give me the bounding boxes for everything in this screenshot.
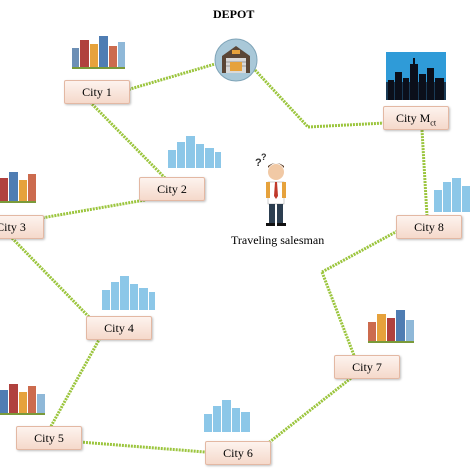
city-skyline-icon-3 [0,172,36,203]
depot-label: DEPOT [213,7,255,21]
edge-city7-city8-a [320,271,357,359]
edge-city2-city3 [29,198,146,222]
city-node-3: City 3 [0,215,44,239]
city-skyline-icon-5 [0,384,45,415]
edge-city8-cityM [420,129,429,217]
edge-depot-cityM-a [253,68,310,129]
edge-city3-city4 [8,234,94,322]
city-m-label: City M [395,111,431,125]
city-skyline-icon-1 [72,36,125,69]
edge-city4-city5 [48,337,102,429]
route-edges [8,62,429,454]
confused-businessman-icon: ? ? [255,152,286,226]
edge-city1-city2 [88,100,169,182]
city-node-1: City 1 [64,80,130,104]
city-m-subscript: ct [430,118,437,128]
city-skyline-icon-2 [168,136,221,168]
city-node-7: City 7 [334,355,400,379]
svg-text:?: ? [261,152,267,162]
edge-depot-cityM-b [307,121,386,129]
salesman-caption: Traveling salesman [231,233,325,247]
warehouse-icon [214,38,258,82]
city-node-m: City Mct [383,106,449,130]
city-skyline-icon-7 [368,310,414,343]
city-skyline-icon-4 [102,276,155,310]
edge-city5-city6 [79,440,206,454]
city-skyline-icon-8 [434,178,470,212]
edge-city7-city8-b [321,226,404,274]
city-node-5: City 5 [16,426,82,450]
city-node-2: City 2 [139,177,205,201]
svg-text:?: ? [255,157,262,169]
city-node-8: City 8 [396,215,462,239]
city-skyline-icon-6 [204,400,250,432]
edge-depot-city1 [119,62,216,94]
city-node-6: City 6 [205,441,271,465]
edge-city6-city7 [261,373,356,450]
city-node-4: City 4 [86,316,152,340]
city-skyline-icon-m [386,52,446,100]
